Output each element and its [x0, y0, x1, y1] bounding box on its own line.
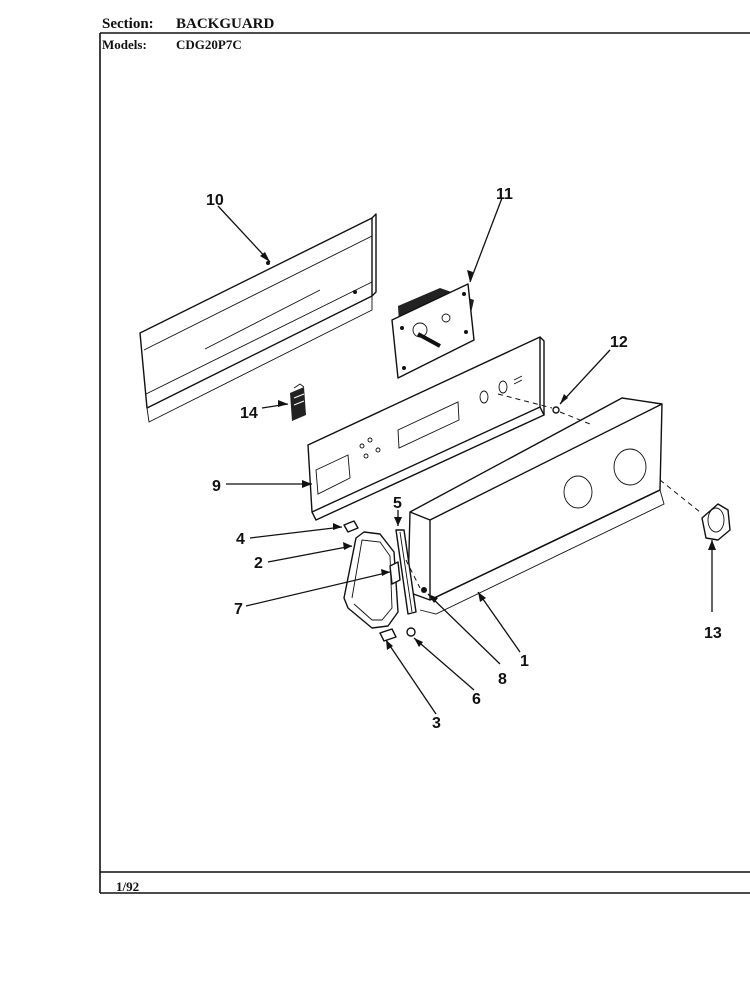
callout-1: 1: [520, 653, 529, 670]
callout-3: 3: [432, 715, 441, 732]
part-12-screw: [552, 406, 560, 414]
part-6-screw: [406, 627, 416, 637]
callout-9: 9: [212, 478, 221, 495]
part-9-control-panel: [307, 336, 545, 521]
models-label: Models:: [102, 37, 147, 52]
section-header: Section: BACKGUARD: [102, 17, 274, 32]
part-10-rear-panel: [139, 213, 377, 423]
callout-14: 14: [240, 405, 258, 422]
callout-5: 5: [393, 495, 402, 512]
callout-labels: 10 11 12 14 9 5 4 2 7 1 13 8 6 3: [206, 186, 722, 732]
models-header: Models: CDG20P7C: [102, 37, 242, 52]
alignment-lines: [405, 393, 701, 589]
callout-13: 13: [704, 625, 722, 642]
page-frame: [99, 32, 750, 894]
callout-4: 4: [236, 531, 245, 548]
callout-12: 12: [610, 334, 628, 351]
part-11-control-bracket: [391, 283, 475, 379]
callout-6: 6: [472, 691, 481, 708]
callout-7: 7: [234, 601, 243, 618]
footer-date: 1/92: [116, 879, 140, 894]
callout-8: 8: [498, 671, 507, 688]
section-value: BACKGUARD: [176, 16, 275, 32]
part-14-component: [290, 383, 306, 421]
part-8-screw: [421, 587, 427, 593]
part-4-clip: [343, 520, 359, 533]
part-13-knob: [701, 503, 731, 541]
callout-11: 11: [496, 186, 513, 203]
part-5-strip: [395, 529, 417, 615]
section-label: Section:: [102, 16, 154, 32]
part-7-fastener: [389, 561, 401, 585]
callout-10: 10: [206, 192, 224, 209]
models-value: CDG20P7C: [176, 37, 242, 52]
leader-lines: [217, 197, 716, 715]
part-1-backguard-housing: [407, 397, 665, 615]
part-3-clip: [379, 628, 397, 642]
part-2-end-cap: [343, 531, 399, 629]
callout-2: 2: [254, 555, 263, 572]
